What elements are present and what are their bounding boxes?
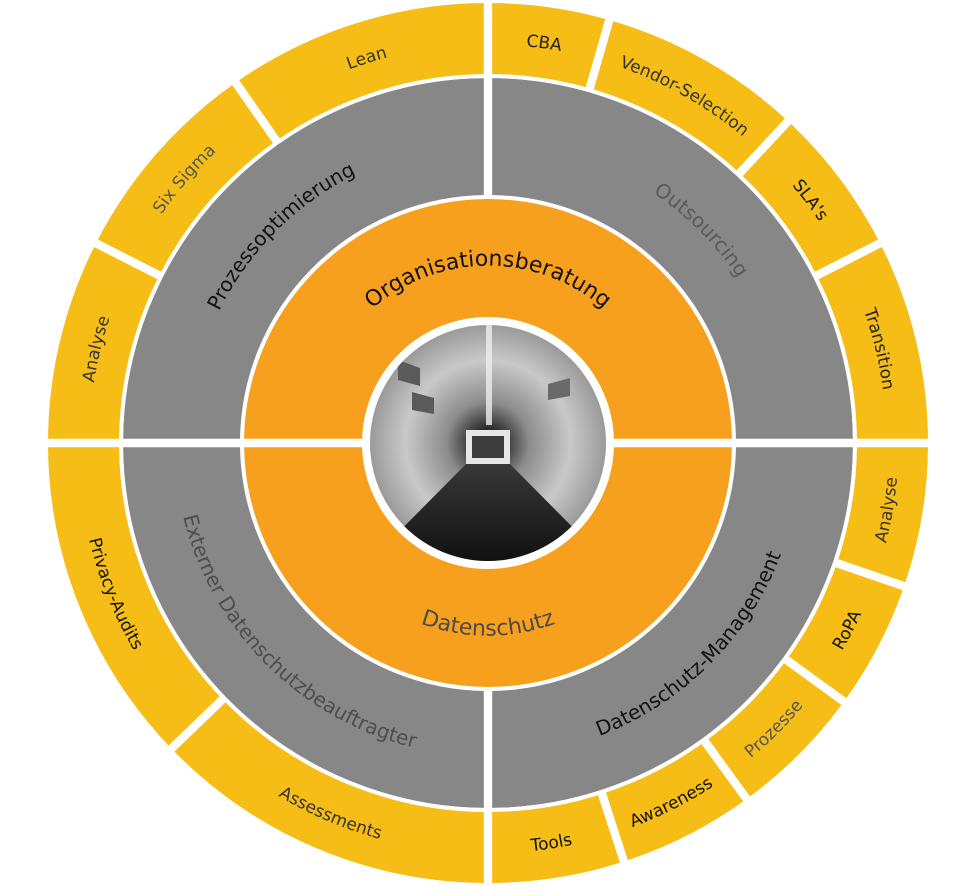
outer-vendor-selection-segment[interactable]	[589, 16, 790, 176]
outer-ropa-segment[interactable]	[784, 562, 908, 704]
outer-sla-s-segment[interactable]	[737, 119, 883, 277]
outer-analyse-segment[interactable]	[44, 242, 163, 443]
outer-assessments-segment[interactable]	[169, 697, 488, 887]
outer-lean-segment[interactable]	[234, 0, 488, 144]
outer-awareness-segment[interactable]	[601, 739, 749, 865]
outer-privacy-audits-segment[interactable]	[44, 443, 225, 751]
outer-six-sigma-segment[interactable]	[93, 80, 278, 277]
center-photo	[364, 319, 612, 567]
outer-cba-segment[interactable]	[488, 0, 610, 92]
outer-prozesse-segment[interactable]	[703, 658, 847, 802]
outer-tools-segment[interactable]	[488, 790, 625, 887]
outer-analyse-segment[interactable]	[833, 443, 932, 587]
outer-transition-segment[interactable]	[813, 242, 932, 443]
